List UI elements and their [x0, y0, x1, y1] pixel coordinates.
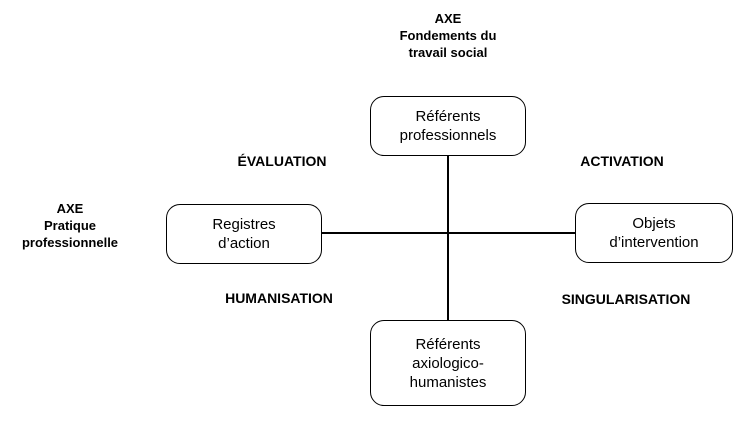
node-objets-intervention: Objets d’intervention [575, 203, 733, 263]
horizontal-axis-title: AXE Pratique professionnelle [21, 201, 119, 250]
node-referents-professionnels: Référents professionnels [370, 96, 526, 156]
quadrant-singularisation: SINGULARISATION [561, 291, 691, 307]
vertical-axis-line [447, 155, 449, 321]
node-registres-action-label: Registres d’action [212, 216, 276, 252]
quadrant-humanisation: HUMANISATION [225, 290, 333, 306]
node-objets-intervention-label: Objets d’intervention [609, 215, 699, 251]
horizontal-axis-line [320, 232, 577, 234]
quadrant-activation: ACTIVATION [580, 153, 664, 169]
quadrant-evaluation: ÉVALUATION [237, 153, 327, 169]
node-referents-axiologico-humanistes-label: Référents axiologico- humanistes [409, 335, 487, 391]
node-registres-action: Registres d’action [166, 204, 322, 264]
node-referents-professionnels-label: Référents professionnels [399, 108, 497, 144]
vertical-axis-title: AXE Fondements du travail social [399, 11, 497, 60]
node-referents-axiologico-humanistes: Référents axiologico- humanistes [370, 320, 526, 406]
